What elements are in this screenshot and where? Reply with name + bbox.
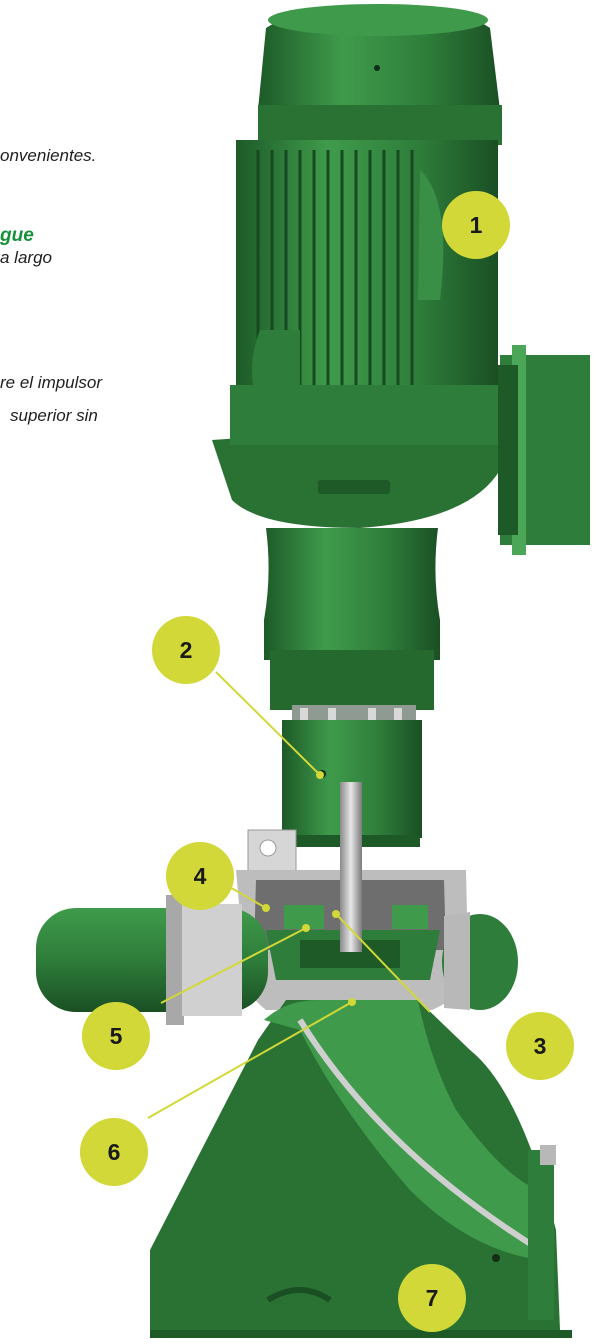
motor-body [236, 140, 498, 430]
callout-badge-3: 3 [506, 1012, 574, 1080]
pump-casing-cutaway [236, 782, 470, 1010]
callout-badge-6: 6 [80, 1118, 148, 1186]
pump-column [264, 528, 440, 847]
text-fragment-upper: superior sin [10, 406, 98, 425]
callout-badge-1: 1 [442, 191, 510, 259]
text-fragment-long: a largo [0, 248, 52, 267]
motor-bracket [212, 345, 590, 555]
callout-badge-2: 2 [152, 616, 220, 684]
discharge-pipe [36, 895, 518, 1025]
text-fragment-heading: gue [0, 225, 34, 246]
callout-badge-5: 5 [82, 1002, 150, 1070]
text-fragment-conveniences: onvenientes. [0, 146, 97, 165]
callout-badge-4: 4 [166, 842, 234, 910]
motor-cap [258, 4, 502, 145]
suction-elbow-base [150, 1000, 572, 1338]
callout-leaders [147, 671, 431, 1119]
text-fragment-impeller: re el impulsor [0, 373, 103, 392]
callout-badge-7: 7 [398, 1264, 466, 1332]
